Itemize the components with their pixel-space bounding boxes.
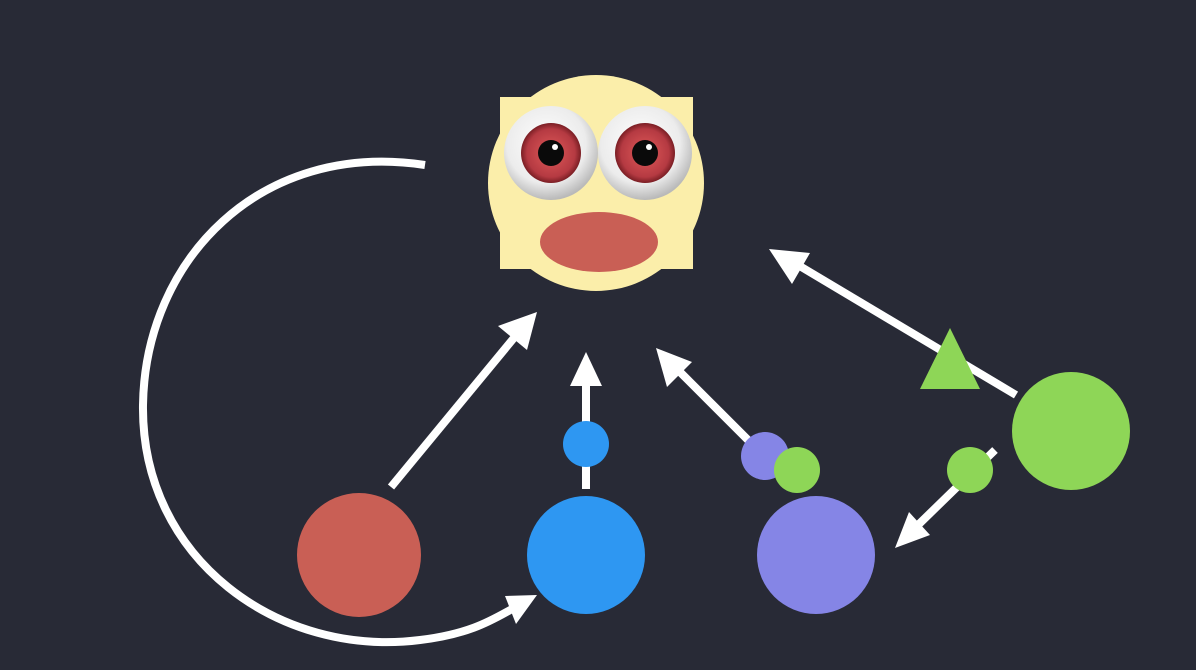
left-eye-icon: [504, 106, 598, 200]
arrow-purple-to-face: [656, 348, 753, 445]
right-eye-icon: [598, 106, 692, 200]
blue-node: [527, 496, 645, 614]
red-node: [297, 493, 421, 617]
green-token-b: [947, 447, 993, 493]
arrow-face-to-blue-curved: [138, 157, 537, 647]
arrow-red-to-face: [387, 312, 537, 490]
green-node: [1012, 372, 1130, 490]
blue-token: [563, 421, 609, 467]
green-token-a: [774, 447, 820, 493]
purple-node: [757, 496, 875, 614]
arrow-green-to-face: [769, 249, 1019, 399]
green-triangle: [920, 328, 980, 389]
face-node: [488, 75, 704, 291]
mouth-shape: [540, 212, 658, 272]
arrow-blue-to-face: [570, 352, 602, 489]
